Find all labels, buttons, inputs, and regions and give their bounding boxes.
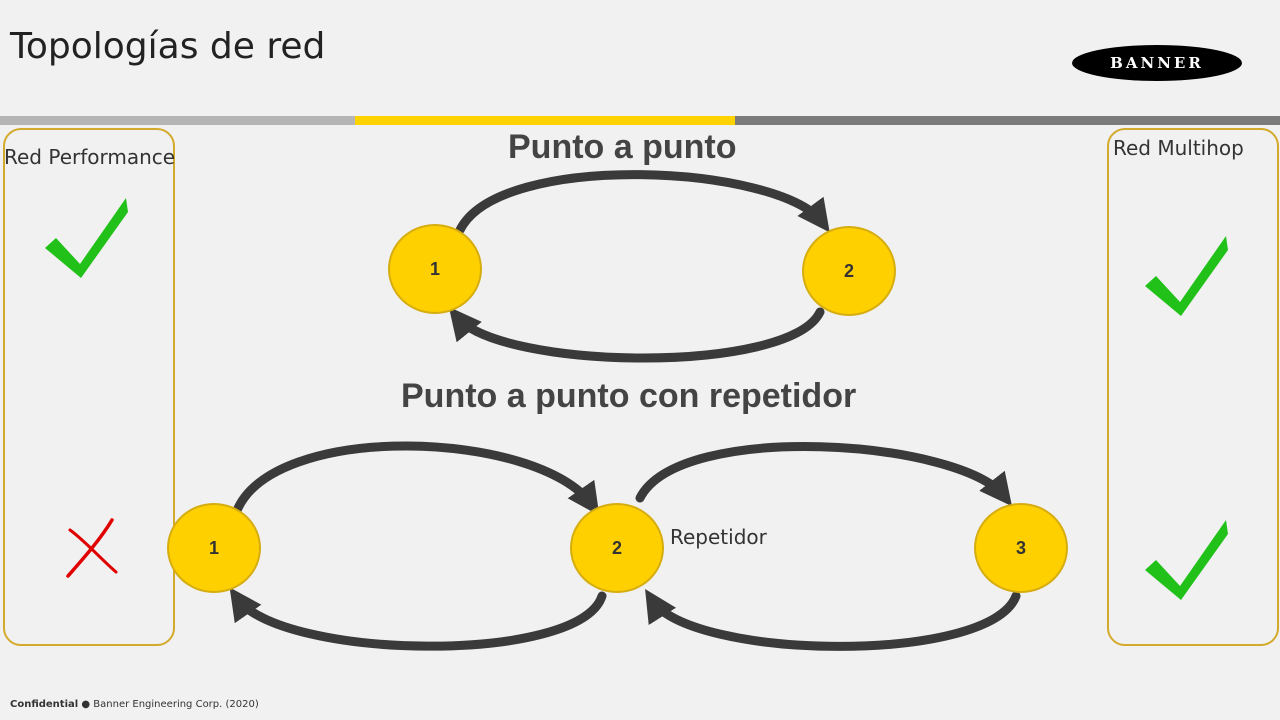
top-node-1: 1	[388, 224, 482, 314]
arrow-bottom-1-to-2	[231, 441, 600, 518]
top-node-2: 2	[802, 226, 896, 316]
arrow-bottom-3-to-2	[645, 589, 1021, 651]
header-bar-yellow	[355, 116, 735, 125]
section-title-point-to-point: Punto a punto	[508, 128, 737, 166]
bottom-node-3: 3	[974, 503, 1068, 593]
repeater-label: Repetidor	[670, 525, 767, 549]
footer: Confidential ● Banner Engineering Corp. …	[10, 699, 259, 710]
arrow-bottom-2-to-3	[635, 442, 1013, 507]
arrow-top-1-to-2	[455, 170, 830, 235]
footer-separator: ●	[81, 699, 91, 710]
arrow-top-2-to-1	[448, 306, 825, 363]
header-bar-dark	[735, 116, 1280, 125]
bottom-node-1: 1	[167, 503, 261, 593]
footer-company: Banner Engineering Corp. (2020)	[93, 699, 259, 710]
check-icon	[1145, 520, 1228, 600]
section-title-point-to-point-repeater: Punto a punto con repetidor	[401, 377, 857, 415]
logo-text: BANNER	[1110, 54, 1204, 72]
x-icon	[66, 518, 118, 578]
banner-logo: BANNER	[1072, 45, 1242, 81]
arrow-bottom-2-to-1	[229, 587, 607, 651]
left-panel-label: Red Performance	[4, 145, 176, 169]
check-icon	[45, 198, 128, 278]
right-panel	[1107, 128, 1279, 646]
bottom-node-2: 2	[570, 503, 664, 593]
right-panel-label: Red Multihop	[1113, 136, 1244, 160]
check-icon	[1145, 236, 1228, 316]
left-panel	[3, 128, 175, 646]
slide-title: Topologías de red	[10, 26, 326, 67]
header-bar-gray	[0, 116, 355, 125]
footer-confidential: Confidential	[10, 699, 79, 710]
